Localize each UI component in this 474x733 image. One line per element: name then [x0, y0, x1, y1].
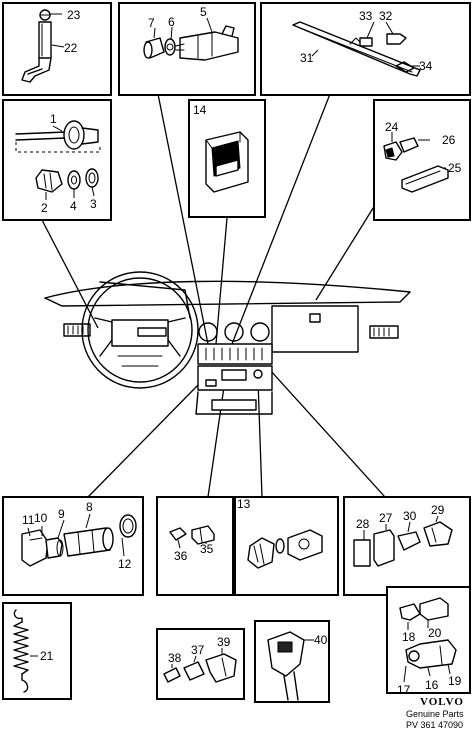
part-label-37: 37 [191, 643, 205, 657]
part-label-36: 36 [174, 549, 188, 563]
part-label-4: 4 [70, 199, 77, 213]
part-label-20: 20 [428, 626, 442, 640]
part-label-3: 3 [90, 197, 97, 211]
part-label-5: 5 [200, 5, 207, 19]
box-door-contact: 23 22 [2, 2, 112, 96]
box-bulb-holder: 38 37 39 [156, 628, 245, 700]
part-label-23: 23 [67, 8, 81, 22]
part-label-31: 31 [300, 51, 314, 65]
catalog-code: PV 361 47090 [406, 720, 464, 730]
part-label-39: 39 [217, 635, 231, 649]
box-fan-switch: 13 [234, 496, 339, 596]
part-label-30: 30 [403, 509, 417, 523]
part-label-11: 11 [22, 513, 35, 527]
brand-subtitle: Genuine Parts [406, 709, 464, 719]
part-label-18: 18 [402, 630, 416, 644]
part-label-40: 40 [314, 633, 328, 647]
dashboard-overview [44, 271, 411, 415]
brand-name: VOLVO [420, 696, 464, 708]
part-label-27: 27 [379, 511, 393, 525]
part-label-28: 28 [356, 517, 370, 531]
box-gear-lever: 40 [254, 620, 330, 703]
box-rocker-switch: 14 [188, 99, 266, 218]
box-boot-light: 18 20 17 16 19 [386, 586, 471, 697]
part-label-2: 2 [41, 201, 48, 215]
callout-lines [41, 93, 386, 498]
box-spring: 21 [2, 602, 72, 700]
box-map-light: 28 27 30 29 [343, 496, 471, 596]
box-light-switch: 7 6 5 [118, 2, 256, 96]
part-label-1: 1 [50, 112, 57, 126]
box-courtesy-lamp: 24 26 25 [373, 99, 471, 221]
part-label-9: 9 [58, 507, 65, 521]
box-ashtray-lamp: 36 35 [156, 496, 234, 596]
part-label-8: 8 [86, 500, 93, 514]
part-label-19: 19 [448, 674, 462, 688]
box-cigarette-lighter: 11 10 9 8 12 [2, 496, 144, 596]
part-label-7: 7 [148, 16, 155, 30]
part-label-34: 34 [419, 59, 433, 73]
part-label-14: 14 [193, 103, 207, 117]
part-label-35: 35 [200, 542, 214, 556]
part-label-13: 13 [237, 497, 251, 511]
part-label-10: 10 [34, 511, 48, 525]
part-label-21: 21 [40, 649, 54, 663]
part-label-33: 33 [359, 9, 373, 23]
part-label-17: 17 [397, 683, 411, 697]
part-label-12: 12 [118, 557, 132, 571]
part-label-26: 26 [442, 133, 456, 147]
part-label-29: 29 [431, 503, 445, 517]
part-label-16: 16 [425, 678, 439, 692]
part-label-24: 24 [385, 120, 399, 134]
part-label-38: 38 [168, 651, 182, 665]
part-label-6: 6 [168, 15, 175, 29]
box-rheostat: 1 2 4 3 [2, 99, 112, 221]
part-label-25: 25 [448, 161, 462, 175]
part-label-22: 22 [64, 41, 78, 55]
box-glovebox-light: 33 32 34 31 [260, 2, 471, 96]
part-label-32: 32 [379, 9, 393, 23]
